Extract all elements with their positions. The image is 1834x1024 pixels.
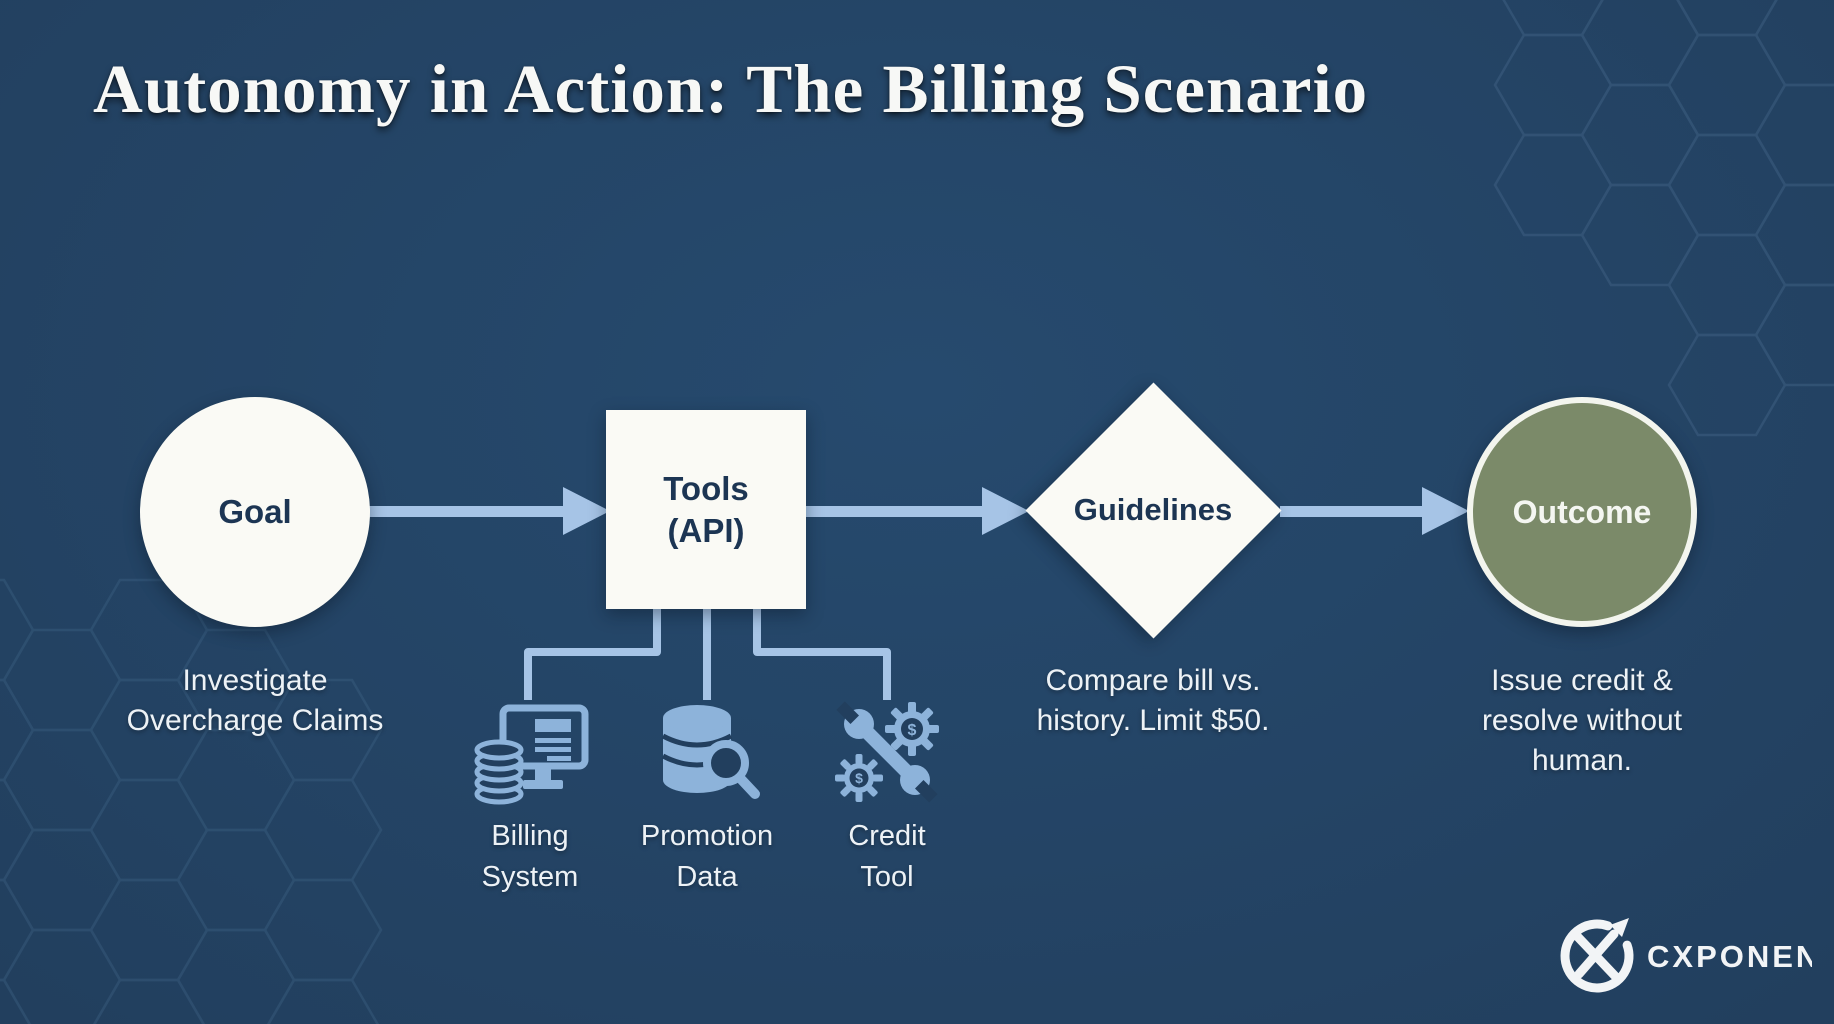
billing-system-label: Billing System — [481, 820, 579, 893]
wrench-glyph — [836, 701, 938, 803]
logo-text: CXPONENT — [1647, 939, 1812, 974]
svg-text:$: $ — [908, 722, 917, 739]
logo-arrowhead — [1610, 918, 1629, 937]
guidelines-label: Guidelines — [1073, 492, 1233, 527]
goal-label: Goal — [218, 493, 292, 530]
arrow-guidelines-to-outcome — [1280, 487, 1469, 535]
goal-node: Goal — [140, 397, 370, 627]
arrow-tools-to-guidelines — [806, 487, 1029, 535]
tools-label-line2: (API) — [667, 511, 745, 549]
guidelines-description: Compare bill vs. history. Limit $50. — [1036, 664, 1270, 737]
credit-tool-icon: $ $ — [835, 701, 939, 803]
hexagon-pattern-bottom-left — [0, 578, 383, 1024]
goal-description: Investigate Overcharge Claims — [126, 664, 384, 737]
tools-label-line1: Tools — [663, 469, 749, 507]
credit-tool-label: Credit Tool — [848, 820, 926, 893]
connector-billing-system — [524, 609, 661, 700]
arrow-goal-to-tools — [360, 487, 610, 535]
tools-node: Tools (API) — [606, 410, 806, 609]
billing-system-icon — [474, 704, 589, 805]
svg-text:$: $ — [855, 770, 863, 786]
outcome-label: Outcome — [1512, 493, 1652, 530]
outcome-description: Issue credit & resolve without human. — [1481, 664, 1683, 777]
promotion-data-icon — [661, 705, 760, 799]
promotion-data-label: Promotion Data — [640, 820, 774, 893]
connector-credit-tool — [753, 609, 891, 700]
outcome-node: Outcome — [1467, 397, 1697, 627]
flow-arrows — [360, 487, 1469, 535]
cxponent-logo: CXPONENT — [1560, 918, 1812, 993]
cxponent-logo-icon — [1560, 919, 1634, 993]
tools-connectors — [524, 609, 891, 700]
page-title: Autonomy in Action: The Billing Scenario — [93, 51, 1369, 127]
